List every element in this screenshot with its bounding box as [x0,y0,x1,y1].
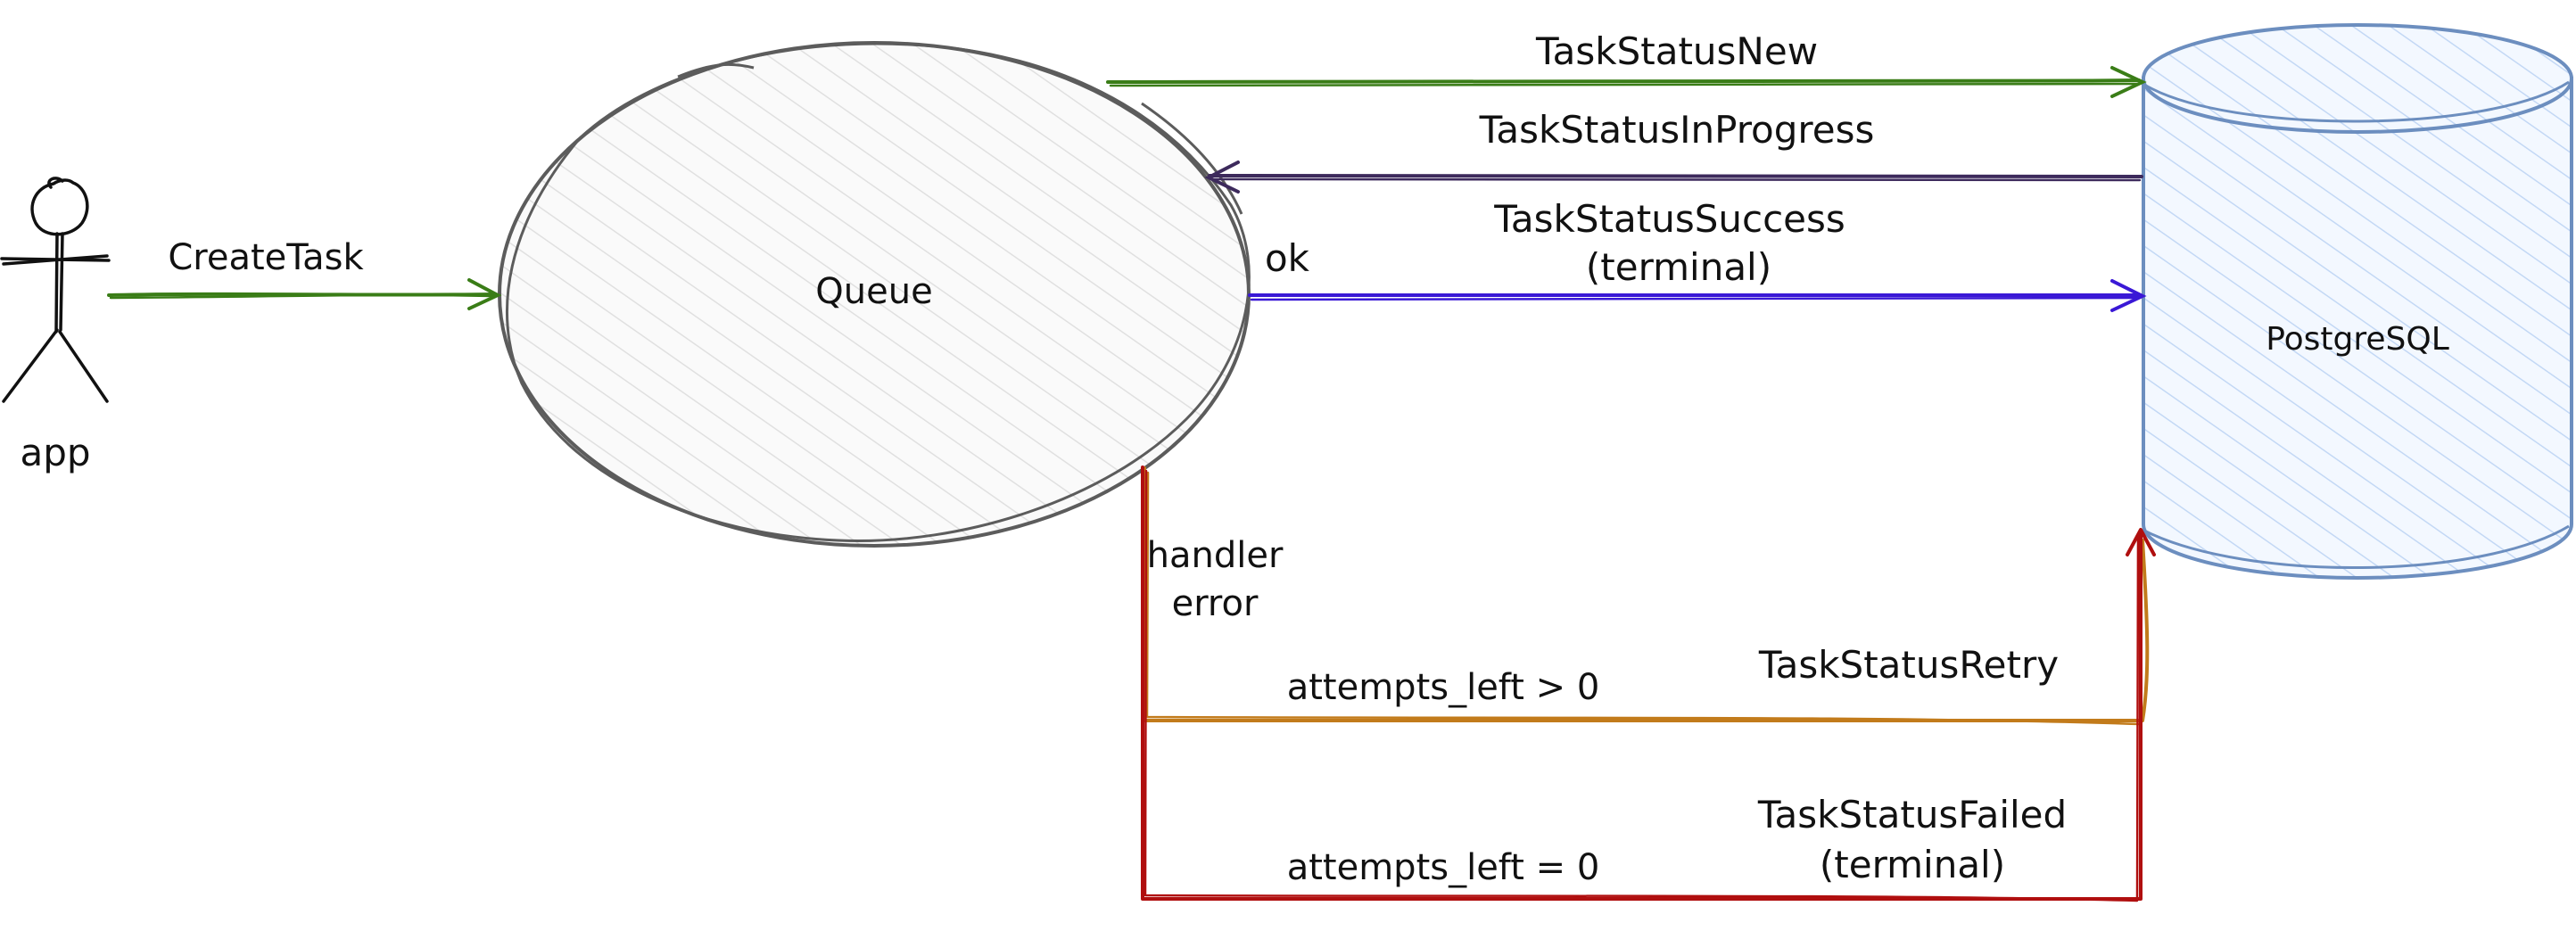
edge-label-status-failed: TaskStatusFailed [1757,793,2067,836]
database-label: PostgreSQL [2266,321,2449,358]
stick-figure-icon [0,177,111,403]
edge-label-status-success-terminal: (terminal) [1586,245,1771,289]
edge-status-new[interactable]: TaskStatusNew [1106,29,2147,98]
edge-status-in-progress[interactable]: TaskStatusInProgress [1204,108,2143,194]
queue-label: Queue [815,271,932,312]
queue-node[interactable]: Queue [498,41,1251,548]
edge-label-create-task: CreateTask [168,237,364,278]
actor-app: app [0,177,111,474]
actor-label: app [20,431,90,474]
arrowhead-icon [2110,66,2147,98]
database-body [2142,77,2573,580]
edge-label-ok: ok [1265,236,1310,280]
edge-label-status-in-progress: TaskStatusInProgress [1479,108,1875,152]
edge-label-handler-error: handler [1147,535,1284,576]
arrowhead-icon [2110,279,2147,312]
edge-label-status-failed-terminal: (terminal) [1820,843,2005,886]
database-node[interactable]: PostgreSQL [2142,23,2573,580]
edge-status-success[interactable]: ok TaskStatusSuccess (terminal) [1248,197,2147,312]
edge-label-handler-error-line2: error [1172,583,1259,624]
edge-label-status-retry: TaskStatusRetry [1758,643,2059,687]
database-top [2142,23,2573,134]
edge-label-failed-condition: attempts_left = 0 [1287,847,1600,888]
edge-label-status-success: TaskStatusSuccess [1493,197,1845,241]
arrowhead-icon [467,278,502,310]
queue-sketch-outline [506,42,1251,542]
edge-status-failed[interactable]: handler error attempts_left = 0 TaskStat… [1141,466,2156,902]
edge-label-retry-condition: attempts_left > 0 [1287,667,1600,708]
arrowhead-icon [1204,161,1240,194]
arrowhead-icon [2126,528,2156,556]
edge-create-task[interactable]: CreateTask [107,237,502,310]
edge-status-retry[interactable]: attempts_left > 0 TaskStatusRetry [1143,466,2150,726]
edge-label-status-new: TaskStatusNew [1535,29,1818,73]
